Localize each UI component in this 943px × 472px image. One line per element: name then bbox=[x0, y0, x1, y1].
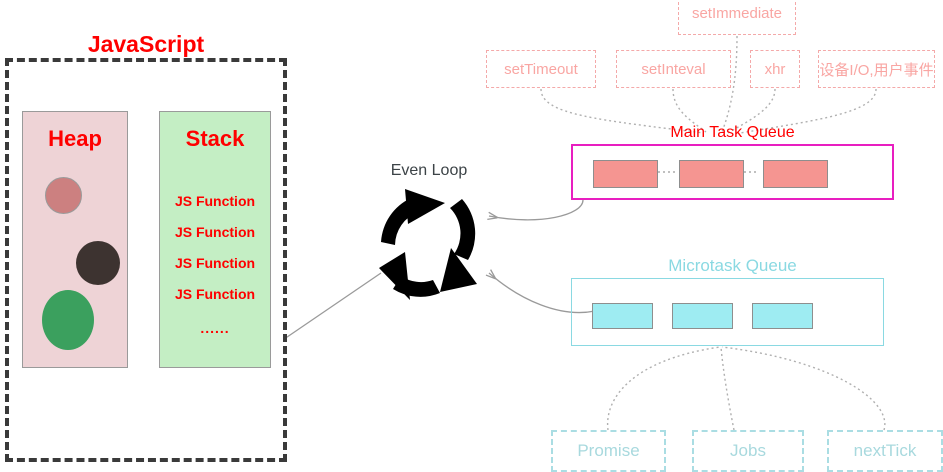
event-loop-arrows bbox=[379, 189, 477, 300]
main-task-queue bbox=[571, 144, 894, 200]
stack-panel: Stack JS Function JS Function JS Functio… bbox=[159, 111, 271, 368]
loop-to-stack-arrow bbox=[271, 272, 382, 348]
microtask-queue bbox=[571, 278, 884, 346]
main-task-queue-item bbox=[763, 160, 828, 188]
task-source-set-interval: setInteval bbox=[616, 50, 731, 88]
stack-ellipsis: ...... bbox=[200, 320, 230, 336]
main-task-queue-item bbox=[679, 160, 744, 188]
task-source-xhr: xhr bbox=[750, 50, 800, 88]
stack-frame: JS Function bbox=[174, 193, 256, 209]
heap-label: Heap bbox=[48, 126, 102, 151]
heap-object-rose-icon bbox=[45, 177, 82, 214]
heap-panel: Heap bbox=[22, 111, 128, 368]
microtask-queue-item bbox=[672, 303, 733, 329]
task-source-device-io-user-events: 设备I/O,用户事件 bbox=[818, 50, 935, 88]
microtask-source-jobs: Jobs bbox=[692, 430, 804, 472]
microtask-queue-label: Microtask Queue bbox=[668, 256, 797, 275]
main-queue-to-loop-arrow bbox=[489, 199, 584, 221]
microtask-source-connectors bbox=[606, 346, 886, 431]
main-task-queue-label: Main Task Queue bbox=[670, 124, 795, 141]
main-task-queue-item bbox=[593, 160, 658, 188]
stack-frame: JS Function bbox=[174, 286, 256, 302]
stack-frame: JS Function bbox=[174, 224, 256, 240]
heap-object-dark-icon bbox=[76, 241, 120, 285]
stack-frame-list: JS Function JS Function JS Function JS F… bbox=[160, 186, 270, 336]
heap-object-green-icon bbox=[42, 290, 94, 350]
javascript-title: JavaScript bbox=[87, 31, 205, 57]
microtask-queue-item bbox=[592, 303, 653, 329]
event-loop-label: Even Loop bbox=[390, 162, 468, 179]
task-source-set-immediate: setImmediate bbox=[678, 0, 796, 35]
microtask-source-promise: Promise bbox=[551, 430, 666, 472]
stack-label: Stack bbox=[185, 126, 245, 151]
microtask-source-next-tick: nextTick bbox=[827, 430, 943, 472]
stack-frame: JS Function bbox=[174, 255, 256, 271]
microtask-queue-item bbox=[752, 303, 813, 329]
task-source-set-timeout: setTimeout bbox=[486, 50, 596, 88]
